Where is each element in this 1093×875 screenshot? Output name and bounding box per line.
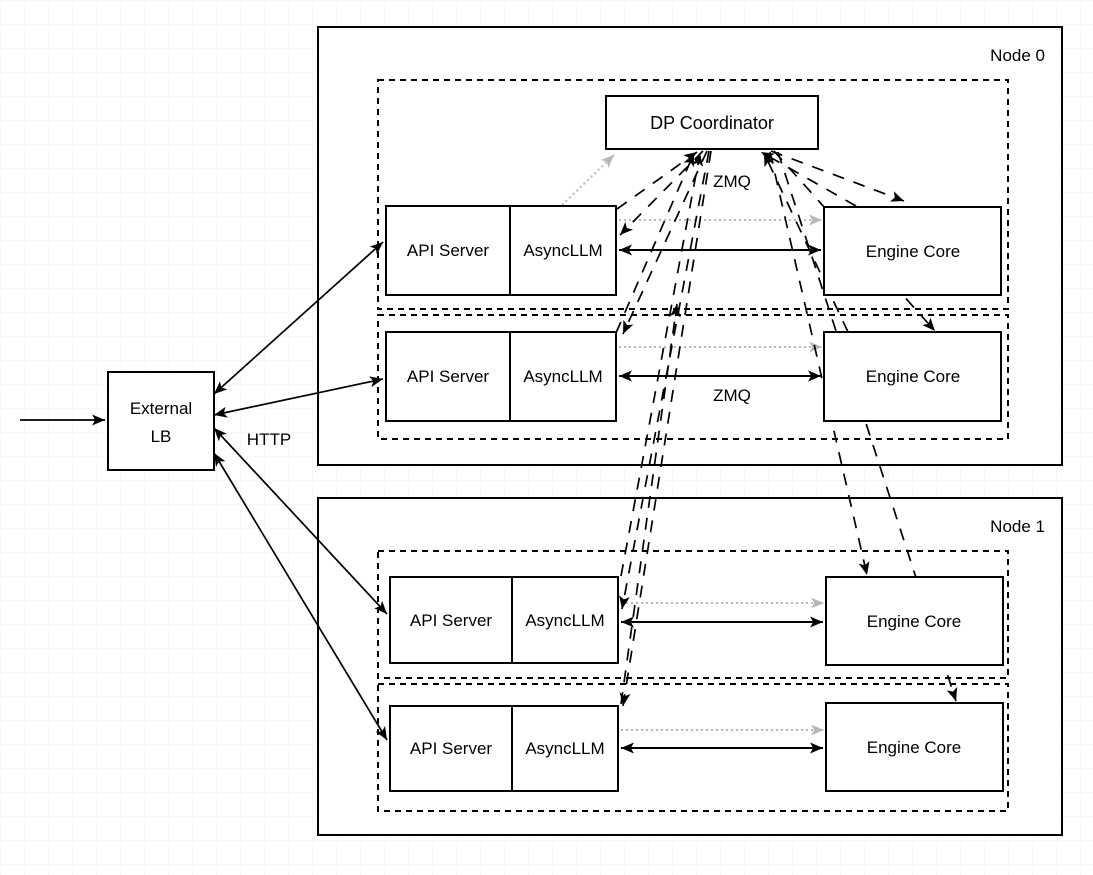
external-lb-box: [107, 371, 215, 471]
edge-dash-dp-to-async-n1r1: [619, 150, 710, 610]
dp-coordinator-box: [605, 95, 819, 150]
asyncllm-label-n1r2: AsyncLLM: [525, 739, 604, 758]
edge-dash-dp-to-ec-n0r1: [770, 150, 905, 202]
edge-dash-async-n0r1-to-dp: [616, 151, 698, 210]
zmq-engine-label: ZMQ: [713, 386, 751, 405]
edge-dash-dp-to-async-n1r2: [619, 150, 712, 707]
boxes: [107, 95, 1004, 792]
engine-core-box-n0r2: [823, 331, 1002, 422]
edge-lb-api-n0r1: [213, 241, 384, 395]
edge-dotted-async-coordinator: [561, 154, 615, 206]
labels: Node 0 Node 1 DP Coordinator External LB…: [130, 46, 1045, 758]
edge-dash-ec-n0r2-to-dp: [763, 152, 849, 333]
api-server-label-n0r1: API Server: [407, 241, 490, 260]
external-lb-label-line1: External: [130, 399, 192, 418]
engine-core-label-n1r1: Engine Core: [867, 612, 962, 631]
edge-dash-async-n1r1-to-dp: [620, 152, 704, 577]
edge-dash-ec-n0r1-to-dp: [760, 151, 857, 207]
engine-core-label-n1r2: Engine Core: [867, 738, 962, 757]
engine-core-box-n0r1: [823, 206, 1002, 296]
edge-dash-dp-to-ec-n1r2: [777, 151, 958, 702]
api-async-box-n0r1: [385, 205, 617, 296]
edge-lb-api-n1r2: [213, 452, 388, 741]
asyncllm-label-n0r2: AsyncLLM: [523, 367, 602, 386]
node1-row1-group: [377, 550, 1009, 679]
edge-dash-async-n0r2-to-dp: [615, 152, 695, 334]
api-server-label-n0r2: API Server: [407, 367, 490, 386]
edge-dash-dp-to-ec-n1r1: [769, 151, 870, 576]
api-server-label-n1r1: API Server: [410, 611, 493, 630]
node1-row2-group: [377, 683, 1009, 812]
node0-label: Node 0: [990, 46, 1045, 65]
engine-core-label-n0r1: Engine Core: [866, 242, 961, 261]
api-async-box-n1r2: [389, 705, 619, 792]
dp-coordinator-label: DP Coordinator: [650, 113, 774, 133]
edge-dash-dp-to-async-n0r1: [619, 150, 704, 236]
engine-core-label-n0r2: Engine Core: [866, 367, 961, 386]
edge-dash-async-n1r2-to-dp: [620, 303, 681, 705]
edge-dash-dp-to-async-n0r2: [622, 150, 708, 335]
node1-label: Node 1: [990, 517, 1045, 536]
edges: [20, 150, 958, 754]
api-server-label-n1r2: API Server: [410, 739, 493, 758]
external-lb-label-line2: LB: [151, 427, 172, 446]
engine-core-box-n1r2: [825, 702, 1004, 792]
api-async-box-n0r2: [385, 331, 617, 422]
asyncllm-label-n0r1: AsyncLLM: [523, 241, 602, 260]
api-async-box-n1r1: [389, 576, 619, 664]
engine-core-box-n1r1: [825, 576, 1004, 666]
edge-lb-api-n0r2: [213, 376, 384, 418]
asyncllm-label-n1r1: AsyncLLM: [525, 611, 604, 630]
http-label: HTTP: [247, 430, 291, 449]
zmq-coordinator-label: ZMQ: [713, 172, 751, 191]
